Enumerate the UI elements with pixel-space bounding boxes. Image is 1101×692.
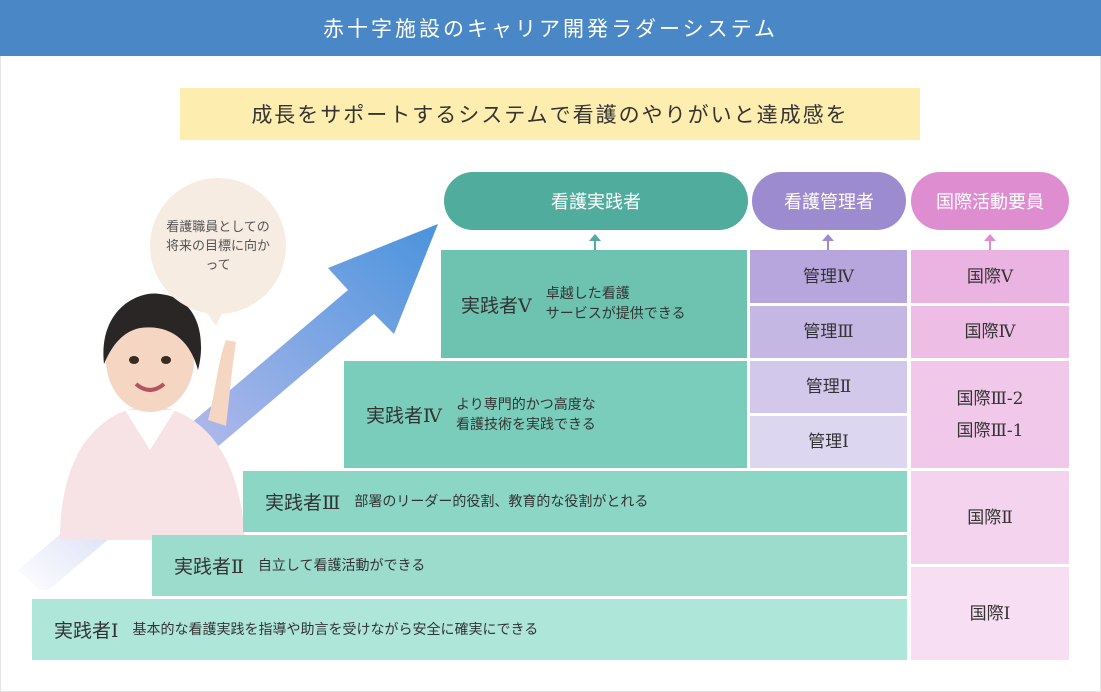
intl-level-label: 国際Ⅱ [967,507,1013,528]
tagline-text: 成長をサポートするシステムで看護のやりがいと達成感を [251,103,849,127]
intl-level-label: 国際Ⅲ-2 国際Ⅲ-1 [957,383,1024,447]
intl-level-3-1: 国際Ⅲ-1 [956,420,1024,441]
page-header: 赤十字施設のキャリア開発ラダーシステム [0,0,1101,56]
manager-level-2: 管理Ⅱ [750,361,907,413]
speech-bubble-text: 看護職員としての将来の目標に向かって [165,219,270,273]
intl-level-3-2: 国際Ⅲ-2 [956,388,1024,409]
speech-bubble: 看護職員としての将来の目標に向かって [150,178,286,314]
intl-level-label: 国際Ⅳ [964,322,1016,342]
step-description-line: 看護技術を実践できる [455,416,596,433]
step-practitioner-4: 実践者Ⅳ より専門的かつ高度な 看護技術を実践できる [344,361,747,468]
intl-level-5: 国際Ⅴ [911,250,1069,303]
step-description: 部署のリーダー的役割、教育的な役割がとれる [354,493,649,510]
intl-level-4: 国際Ⅳ [911,306,1069,358]
step-practitioner-1: 実践者Ⅰ 基本的な看護実践を指導や助言を受けながら安全に確実にできる [32,599,907,660]
manager-level-label: 管理Ⅳ [803,266,854,287]
step-description-line: 卓越した看護 [545,286,630,302]
up-arrow-icon [589,234,601,252]
step-practitioner-3: 実践者Ⅲ 部署のリーダー的役割、教育的な役割がとれる [243,471,907,532]
up-arrow-icon [984,234,996,252]
category-intl: 国際活動要員 [911,172,1069,230]
category-intl-label: 国際活動要員 [936,192,1044,213]
manager-level-label: 管理Ⅰ [808,432,849,452]
tagline-banner: 成長をサポートするシステムで看護のやりがいと達成感を [180,88,920,140]
manager-level-1: 管理Ⅰ [750,416,907,468]
intl-level-1: 国際Ⅰ [911,567,1069,660]
step-level: 実践者Ⅴ [461,294,532,317]
step-level: 実践者Ⅲ [265,492,341,514]
manager-level-3: 管理Ⅲ [750,306,907,358]
step-description-line: より専門的かつ高度な [455,396,596,413]
page-title: 赤十字施設のキャリア開発ラダーシステム [323,17,778,41]
step-description: より専門的かつ高度な 看護技術を実践できる [456,395,596,435]
step-level: 実践者Ⅳ [366,405,442,427]
step-practitioner-2: 実践者Ⅱ 自立して看護活動ができる [152,535,907,596]
step-description: 自立して看護活動ができる [257,557,426,574]
step-description: 基本的な看護実践を指導や助言を受けながら安全に確実にできる [132,621,539,638]
step-description: 卓越した看護 サービスが提供できる [546,284,686,324]
category-practitioner-label: 看護実践者 [551,192,641,213]
category-practitioner: 看護実践者 [444,172,748,230]
step-level: 実践者Ⅰ [54,620,119,642]
manager-level-label: 管理Ⅲ [803,322,854,342]
intl-level-label: 国際Ⅰ [969,603,1011,624]
manager-level-label: 管理Ⅱ [805,377,852,397]
manager-level-4: 管理Ⅳ [750,250,907,303]
intl-level-label: 国際Ⅴ [966,266,1014,287]
intl-level-2: 国際Ⅱ [911,471,1069,564]
category-manager-label: 看護管理者 [784,192,874,213]
step-practitioner-5: 実践者Ⅴ 卓越した看護 サービスが提供できる [441,250,747,358]
nurse-photo [60,293,245,540]
up-arrow-icon [822,234,834,252]
step-level: 実践者Ⅱ [174,556,244,578]
category-manager: 看護管理者 [752,172,906,230]
step-description-line: サービスが提供できる [545,306,686,322]
intl-level-3: 国際Ⅲ-2 国際Ⅲ-1 [911,361,1069,468]
